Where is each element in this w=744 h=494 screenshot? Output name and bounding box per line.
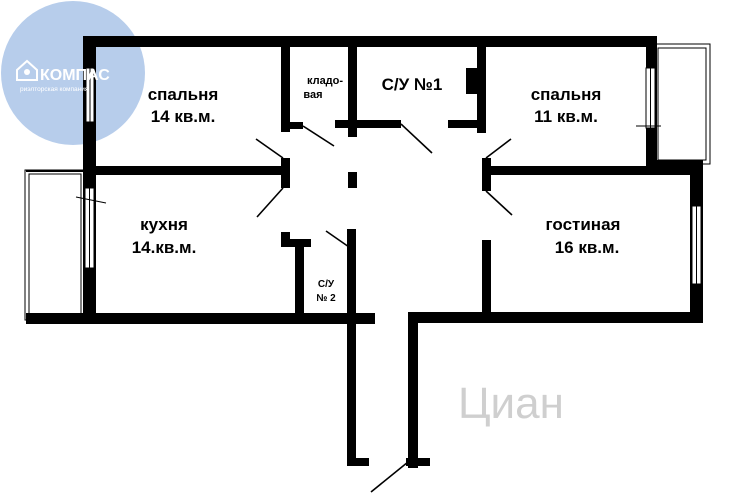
logo-name: КОМПАС [40,67,110,84]
pantry-label-2: вая [303,89,322,101]
house-icon [16,59,38,81]
door-bathroom-2 [325,230,350,248]
balcony-right [653,43,711,165]
bathroom-1-name: С/У №1 [382,75,443,94]
pantry-label-1: кладо- [307,75,343,87]
door-bathroom-1 [400,123,433,154]
watermark-text: Циан [458,379,564,428]
living-room-name: гостиная [546,215,621,234]
bedroom-left-name: спальня [148,85,219,104]
bedroom-right-name: спальня [531,85,602,104]
door-bedroom-right [485,138,512,159]
door-living-room [485,190,513,216]
windows [84,67,702,285]
door-kitchen [256,187,284,218]
logo-subtitle: риэлторская компания [20,86,89,93]
bathroom-2-label-2: № 2 [316,293,336,304]
living-room-area: 16 кв.м. [555,238,620,257]
doors [75,123,661,493]
balcony-left [24,169,86,321]
kitchen-name: кухня [140,215,188,234]
door-pantry [302,125,335,147]
door-entrance [370,461,409,493]
bedroom-right-area: 11 кв.м. [534,107,598,126]
bedroom-left-area: 14 кв.м. [151,107,216,126]
watermark: Циан [458,379,564,428]
room-labels: спальня 14 кв.м. кладо- вая С/У №1 спаль… [132,75,621,304]
door-bedroom-left [255,138,284,159]
door-balcony-left [75,196,107,204]
kitchen-area: 14.кв.м. [132,238,197,257]
bathroom-2-label-1: С/У [318,279,335,290]
interior-walls [96,47,690,320]
